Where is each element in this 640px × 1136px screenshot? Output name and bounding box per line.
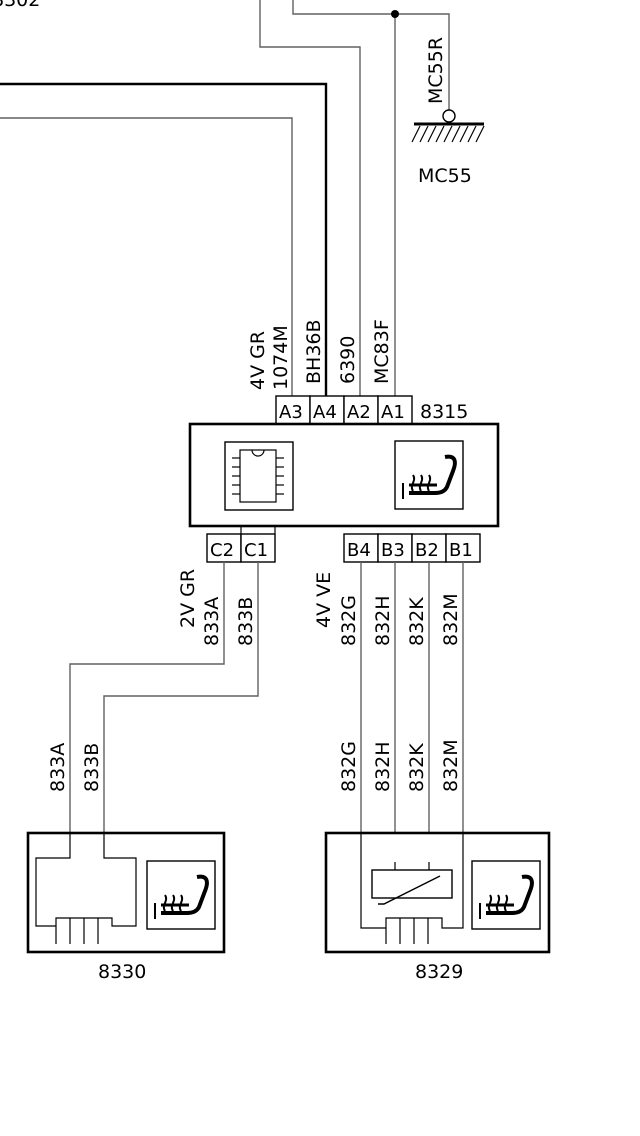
pin-label: C2	[210, 540, 234, 561]
pin-label: A1	[381, 402, 405, 423]
ecu-right-pins: B4 B3 B2 B1	[343, 533, 481, 563]
thermistor-icon	[371, 862, 453, 905]
pin-label: B2	[415, 540, 439, 561]
seat-8329-ref: 8329	[415, 961, 463, 983]
seat-8329-wire-label: 832M	[440, 739, 462, 792]
right-bundle-wire: 832H	[372, 595, 394, 646]
wire-top-splice	[292, 0, 450, 110]
ground-symbol	[411, 109, 485, 143]
heated-seat-icon	[146, 860, 216, 930]
top-partial-label: 8302	[0, 0, 40, 11]
right-bundle-line1: 4V VE	[313, 572, 335, 628]
splice-dot	[391, 10, 399, 18]
ecu-top-wire-label: BH36B	[303, 319, 325, 384]
wire-to-a3	[0, 117, 293, 396]
right-bundle-wire: 832K	[406, 597, 428, 646]
pin-label: A3	[279, 402, 303, 423]
heating-element-8329	[360, 833, 464, 944]
wire-to-a4	[0, 82, 328, 396]
pin-label: B4	[347, 540, 371, 561]
ground-label: MC55	[418, 165, 472, 187]
left-bundle-wire: 833A	[201, 597, 223, 646]
ecu-top-pins: A3 A4 A2 A1	[275, 395, 413, 425]
pin-label: B1	[449, 540, 473, 561]
wire-833b	[103, 562, 259, 858]
seat-8330-wire-label: 833A	[47, 743, 69, 792]
pin-label: B3	[381, 540, 405, 561]
wire-833a	[69, 562, 225, 858]
right-bundle-wire: 832G	[338, 595, 360, 646]
ecu-top-bundle-line1: 4V GR	[247, 331, 269, 390]
ecu-ref: 8315	[420, 401, 468, 423]
seat-8330-wire-label: 833B	[81, 743, 103, 792]
heated-seat-icon	[394, 440, 464, 510]
right-bundle-wire: 832M	[440, 593, 462, 646]
ground-wire-label: MC55R	[425, 37, 447, 104]
left-bundle-wire: 833B	[235, 597, 257, 646]
seat-8329-wire-label: 832G	[338, 741, 360, 792]
wire-to-a2	[259, 0, 361, 396]
ic-chip-icon	[224, 441, 294, 511]
ecu-top-bundle-line2: 1074M	[270, 325, 292, 390]
ecu-top-wire-label: 6390	[337, 336, 359, 384]
ecu-top-wire-label: MC83F	[371, 319, 393, 384]
seat-8329-wire-label: 832K	[406, 743, 428, 792]
seat-8329-wire-label: 832H	[372, 741, 394, 792]
heating-element-8330	[35, 833, 137, 944]
pin-label: C1	[244, 540, 268, 561]
pin-label: A2	[347, 402, 371, 423]
left-bundle-line1: 2V GR	[177, 569, 199, 628]
pin-label: A4	[313, 402, 337, 423]
seat-8330-ref: 8330	[98, 961, 146, 983]
ecu-left-pins: C2 C1	[206, 533, 276, 563]
heated-seat-icon	[471, 860, 541, 930]
